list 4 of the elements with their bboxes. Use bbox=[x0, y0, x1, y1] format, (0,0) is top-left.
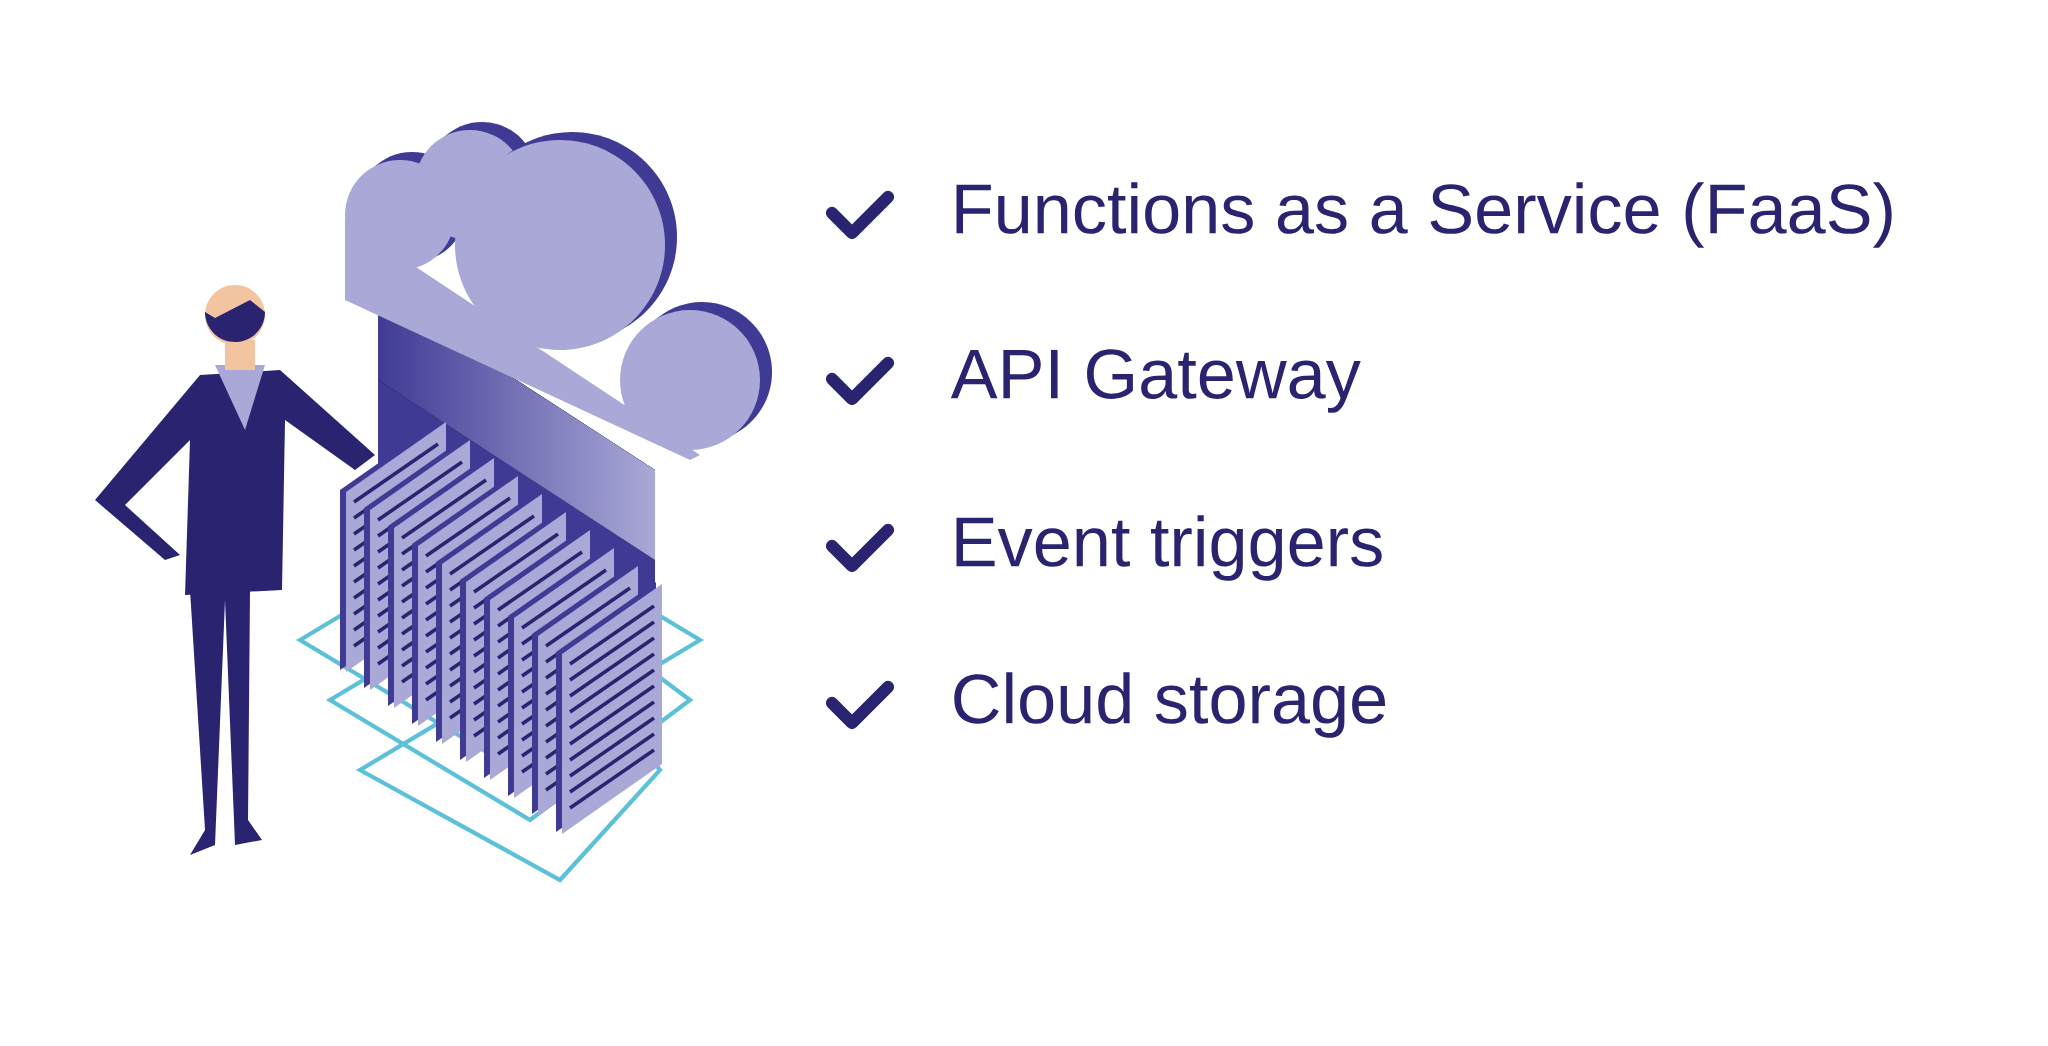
list-item: Event triggers bbox=[956, 515, 1382, 581]
list-item: Cloud storage bbox=[954, 672, 1386, 738]
list-item: Functions as a Service (FaaS) bbox=[956, 182, 1892, 248]
list-item: API Gateway bbox=[950, 349, 1361, 413]
